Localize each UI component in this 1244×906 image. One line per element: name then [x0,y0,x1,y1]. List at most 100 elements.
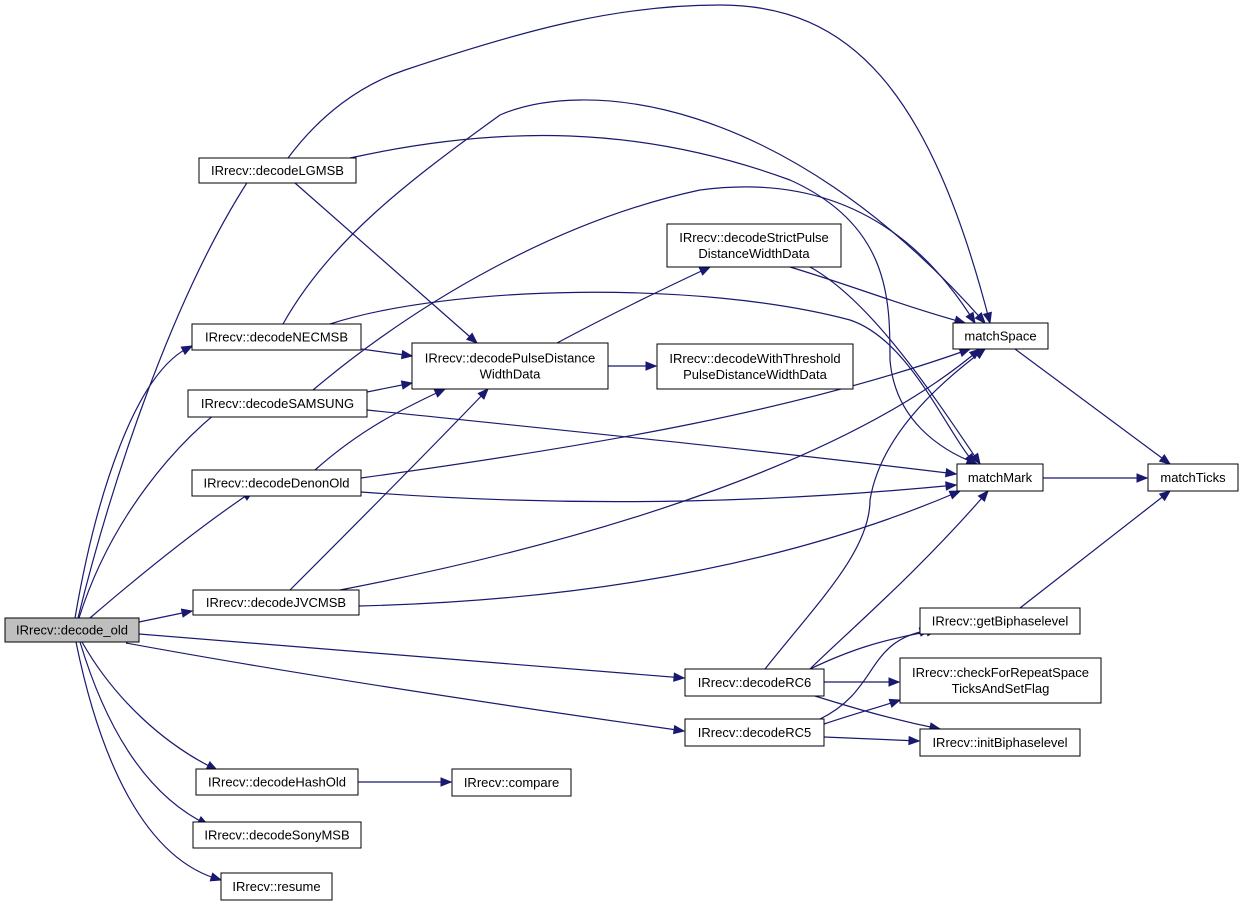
edge-decodeStrictPulseDistanceWidthData-to-matchSpace [789,266,967,325]
node-box[interactable] [1147,463,1239,492]
node-label: matchMark [968,470,1033,485]
node-label: IRrecv::decodeJVCMSB [206,595,346,610]
arrowhead [465,332,479,344]
arrowhead [433,388,447,398]
node-box[interactable] [191,323,362,351]
node-label: IRrecv::decodeRC5 [698,725,811,740]
edge-decodeDenonOld-to-matchSpace [360,348,972,479]
node-label: IRrecv::decodeNECMSB [205,330,348,345]
node-box[interactable] [198,157,357,184]
arrowhead [477,388,489,400]
node-initBiphaselevel[interactable]: IRrecv::initBiphaselevel [919,728,1081,757]
edge-line [789,266,966,324]
edge-line [823,699,901,725]
edge-line [1014,348,1171,465]
node-label: IRrecv::decodeWithThreshold [669,351,840,366]
node-box[interactable] [899,657,1102,704]
node-box[interactable] [220,872,333,901]
node-box[interactable] [656,343,854,390]
node-getBiphaselevel[interactable]: IRrecv::getBiphaselevel [919,607,1081,635]
node-label: IRrecv::decodeStrictPulse [679,230,829,245]
node-matchTicks[interactable]: matchTicks [1147,463,1239,492]
node-box[interactable] [684,718,825,747]
node-decodeDenonOld[interactable]: IRrecv::decodeDenonOld [191,469,362,497]
node-decodeRC6[interactable]: IRrecv::decodeRC6 [684,668,825,697]
edge-line [75,641,222,881]
node-resume[interactable]: IRrecv::resume [220,872,333,901]
node-box[interactable] [192,821,362,849]
node-decode_old[interactable]: IRrecv::decode_old [4,617,140,643]
edge-line [312,186,976,391]
node-decodeHashOld[interactable]: IRrecv::decodeHashOld [195,768,359,796]
arrowhead [977,489,989,503]
node-decodeLGMSB[interactable]: IRrecv::decodeLGMSB [198,157,357,184]
node-box[interactable] [411,342,609,390]
edge-line [78,394,241,619]
node-box[interactable] [4,617,140,643]
edge-decodeStrictPulseDistanceWidthData-to-matchMark [809,266,981,466]
node-checkForRepeatSpaceTicksAndSetFlag[interactable]: IRrecv::checkForRepeatSpaceTicksAndSetFl… [899,657,1102,704]
node-decodeRC5[interactable]: IRrecv::decodeRC5 [684,718,825,747]
node-box[interactable] [451,768,572,797]
node-label: IRrecv::decodeHashOld [208,775,346,790]
node-matchMark[interactable]: matchMark [956,463,1044,492]
arrowhead [673,672,686,682]
edge-decode_old-to-decodeRC5 [125,642,686,735]
edge-line [1019,490,1171,609]
edge-line [314,388,446,471]
arrowhead [400,349,414,360]
edge-line [138,633,685,679]
arrowhead [1136,473,1149,483]
node-box[interactable] [919,607,1081,635]
arrowhead [908,735,921,746]
edge-line [89,490,254,619]
edge-line [809,490,989,670]
edge-line [358,490,961,607]
arrowhead [982,311,992,325]
edge-line [819,629,931,720]
node-box[interactable] [919,728,1081,757]
edge-decodeLGMSB-to-decodePulseDistanceWidthData [294,182,479,344]
edge-line [809,629,938,670]
node-box[interactable] [191,469,362,497]
edge-decodeRC5-to-checkForRepeatSpaceTicksAndSetFlag [823,698,902,725]
node-box[interactable] [192,589,360,616]
node-box[interactable] [684,668,825,697]
node-box[interactable] [666,223,842,268]
edge-decode_old-to-resume [75,641,223,882]
node-box[interactable] [952,322,1049,350]
arrowhead [965,311,976,325]
node-label: IRrecv::resume [232,879,320,894]
edge-getBiphaselevel-to-matchTicks [1019,490,1172,609]
node-decodeNECMSB[interactable]: IRrecv::decodeNECMSB [191,323,362,351]
edge-decodeRC6-to-matchSpace [764,348,987,670]
node-decodeJVCMSB[interactable]: IRrecv::decodeJVCMSB [192,589,360,616]
edge-decodeNECMSB-to-decodePulseDistanceWidthData [360,348,414,360]
node-compare[interactable]: IRrecv::compare [451,768,572,797]
node-decodeSonyMSB[interactable]: IRrecv::decodeSonyMSB [192,821,362,849]
arrowhead [888,698,902,708]
node-box[interactable] [187,389,368,418]
node-label: IRrecv::checkForRepeatSpace [912,665,1089,680]
node-label: IRrecv::decodeDenonOld [204,476,350,491]
node-label: PulseDistanceWidthData [683,367,828,382]
edge-decodeRC6-to-checkForRepeatSpaceTicksAndSetFlag [824,677,901,687]
edge-line [294,182,478,344]
edge-decodeSAMSUNG-to-matchSpace [312,186,976,391]
edge-decodeRC6-to-matchMark [809,489,989,670]
node-box[interactable] [956,463,1044,492]
edge-line [289,388,489,591]
edge-decodeLGMSB-to-matchSpace [287,4,992,325]
edge-decodePulseDistanceWidthData-to-decodeWithThresholdPulseDistanceWidthData [608,361,658,371]
node-matchSpace[interactable]: matchSpace [952,322,1049,350]
node-decodeSAMSUNG[interactable]: IRrecv::decodeSAMSUNG [187,389,368,418]
node-decodeWithThresholdPulseDistanceWidthData[interactable]: IRrecv::decodeWithThresholdPulseDistance… [656,343,854,390]
node-decodeStrictPulseDistanceWidthData[interactable]: IRrecv::decodeStrictPulseDistanceWidthDa… [666,223,842,268]
edge-line [74,345,193,619]
node-box[interactable] [195,768,359,796]
edge-line [809,266,981,465]
arrowhead [888,677,901,687]
edge-line [360,348,971,479]
node-label: matchTicks [1160,470,1226,485]
